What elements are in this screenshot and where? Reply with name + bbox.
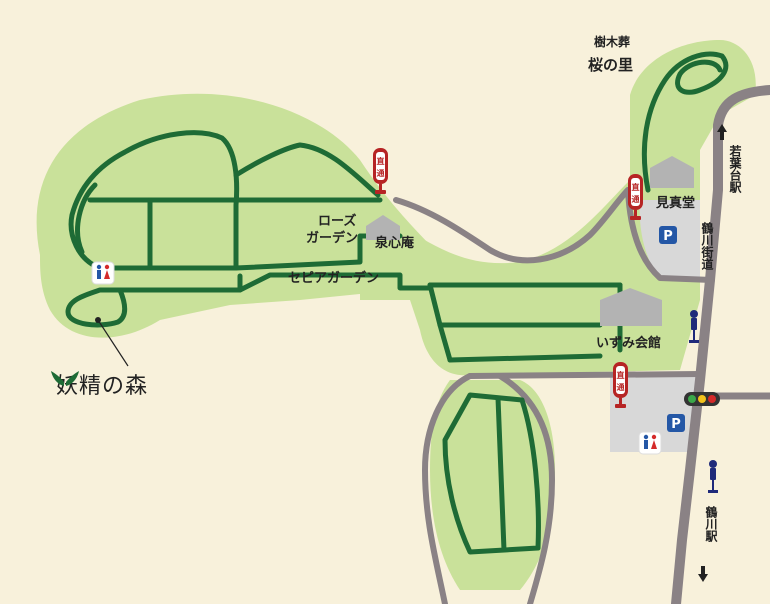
direct-sign-izumi: 直 通 xyxy=(613,362,628,408)
path-sepia xyxy=(117,272,433,293)
path-fairy-hook xyxy=(65,287,128,328)
direct-sign-kenshindo-char1: 直 xyxy=(632,182,640,192)
road-south-loop-east xyxy=(497,373,555,604)
road-south-loop-west xyxy=(422,373,473,604)
arrow-down-icon xyxy=(698,566,708,582)
bus-stop-icon xyxy=(689,310,699,343)
fairy-forest-leader xyxy=(95,317,129,367)
arrow-up-icon xyxy=(717,124,727,140)
bus-stop-icon xyxy=(708,460,718,493)
parking-symbol-north: P xyxy=(659,226,677,244)
direct-sign-izumi-char1: 直 xyxy=(617,370,625,380)
direct-sign-kenshindo: 直 通 xyxy=(628,174,643,220)
parking-lot-south xyxy=(610,376,700,452)
road-izumi-front xyxy=(467,371,703,379)
parking-p-north: P xyxy=(663,229,673,244)
direct-sign-kenshindo-char2: 通 xyxy=(632,194,640,204)
sakura-area xyxy=(630,40,756,200)
izumi-kaikan-label: いずみ会館 xyxy=(596,336,662,351)
walking-paths xyxy=(65,51,729,555)
sepia-garden-label: セピアガーデン xyxy=(288,271,380,286)
fairy-forest-title: 妖精の森 xyxy=(50,368,148,400)
parking-p-south: P xyxy=(671,417,681,432)
path-sakura-loop xyxy=(641,51,729,193)
traffic-light-icon xyxy=(684,392,720,406)
building-senshinan xyxy=(366,215,400,240)
direct-sign-west-char1: 直 xyxy=(377,156,385,166)
path-south-mid xyxy=(495,395,507,553)
path-central-grid-bot xyxy=(447,353,603,363)
direct-sign-izumi-char2: 通 xyxy=(617,382,625,392)
building-kenshindo xyxy=(650,156,694,188)
wakabadai-station-label: 若葉台駅 xyxy=(728,145,742,193)
kenshindo-label: 見真堂 xyxy=(656,196,696,211)
rose-garden-label-line1: ローズ xyxy=(318,214,357,229)
rose-garden-label-line2: ガーデン xyxy=(306,231,359,246)
tsurukawa-station-label: 鶴川駅 xyxy=(704,506,718,542)
building-izumi-kaikan xyxy=(600,288,662,326)
direct-sign-west-char2: 通 xyxy=(377,168,385,178)
restroom-icon xyxy=(638,431,662,455)
restroom-icon xyxy=(91,261,115,285)
wing-logo-icon xyxy=(51,371,79,386)
senshinan-label: 泉心庵 xyxy=(375,236,415,251)
road-west-branch xyxy=(393,187,631,264)
path-south-loop-outer xyxy=(442,392,541,555)
parking-symbol-south: P xyxy=(667,414,685,432)
tsurukawa-kaido-label: 鶴川街道 xyxy=(700,222,714,270)
jumokuso-label: 樹木葬 xyxy=(594,35,631,49)
sakura-no-sato-label: 桜の里 xyxy=(588,56,634,74)
path-fairy-arc xyxy=(233,142,381,198)
path-central-west xyxy=(427,282,453,363)
path-fairy-inner xyxy=(75,182,98,255)
path-fairy-outer-loop xyxy=(68,130,240,271)
buildings xyxy=(366,156,694,326)
direct-sign-group: 直 通 直 通 直 通 xyxy=(373,148,643,408)
direct-sign-west: 直 通 xyxy=(373,148,388,194)
